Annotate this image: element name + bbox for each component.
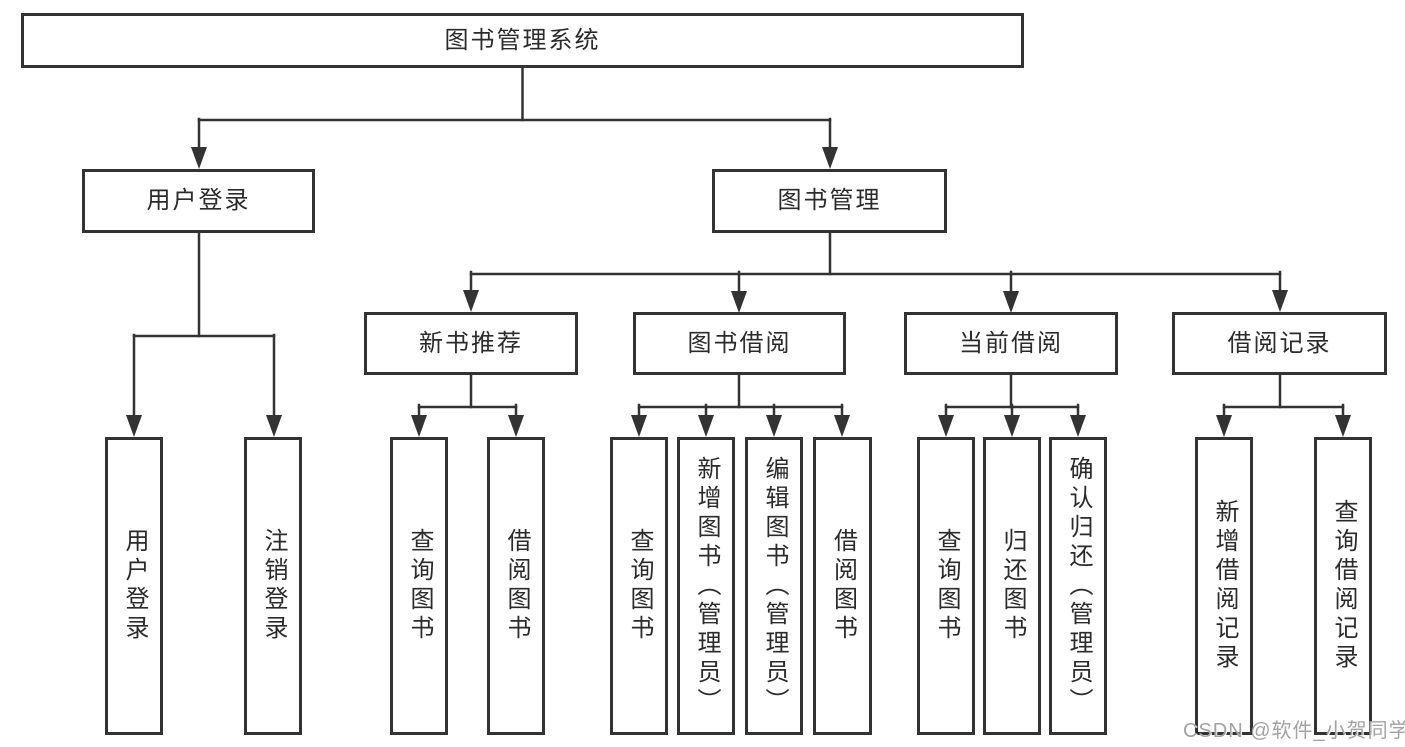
node-borrowing-records: 借阅记录 bbox=[1172, 312, 1387, 375]
node-leaf-borrow-books-borrowing: 借阅图书 bbox=[813, 437, 872, 735]
node-book-borrowing: 图书借阅 bbox=[633, 312, 846, 375]
node-book-management: 图书管理 bbox=[712, 169, 947, 233]
node-leaf-query-borrow-record: 查询借阅记录 bbox=[1314, 437, 1372, 735]
node-root-system: 图书管理系统 bbox=[21, 13, 1024, 68]
node-leaf-add-borrow-record: 新增借阅记录 bbox=[1195, 437, 1253, 735]
node-leaf-query-books-borrowing: 查询图书 bbox=[610, 437, 668, 735]
node-leaf-query-books-recommend: 查询图书 bbox=[390, 437, 448, 735]
node-leaf-query-books-current: 查询图书 bbox=[917, 437, 975, 735]
node-leaf-confirm-return-admin: 确认归还（管理员） bbox=[1049, 437, 1107, 735]
node-current-borrowing: 当前借阅 bbox=[904, 312, 1118, 375]
node-leaf-borrow-books-recommend: 借阅图书 bbox=[487, 437, 545, 735]
node-leaf-return-books: 归还图书 bbox=[983, 437, 1041, 735]
node-leaf-edit-books-admin: 编辑图书（管理员） bbox=[745, 437, 803, 735]
node-new-book-recommend: 新书推荐 bbox=[364, 312, 578, 375]
node-leaf-add-books-admin: 新增图书（管理员） bbox=[677, 437, 735, 735]
node-leaf-user-login: 用户登录 bbox=[105, 437, 163, 735]
node-leaf-logout: 注销登录 bbox=[244, 437, 302, 735]
node-user-login-branch: 用户登录 bbox=[82, 169, 315, 233]
csdn-watermark: CSDN @软件_小贺同学 bbox=[1183, 720, 1405, 742]
arrowheads bbox=[126, 147, 1351, 437]
